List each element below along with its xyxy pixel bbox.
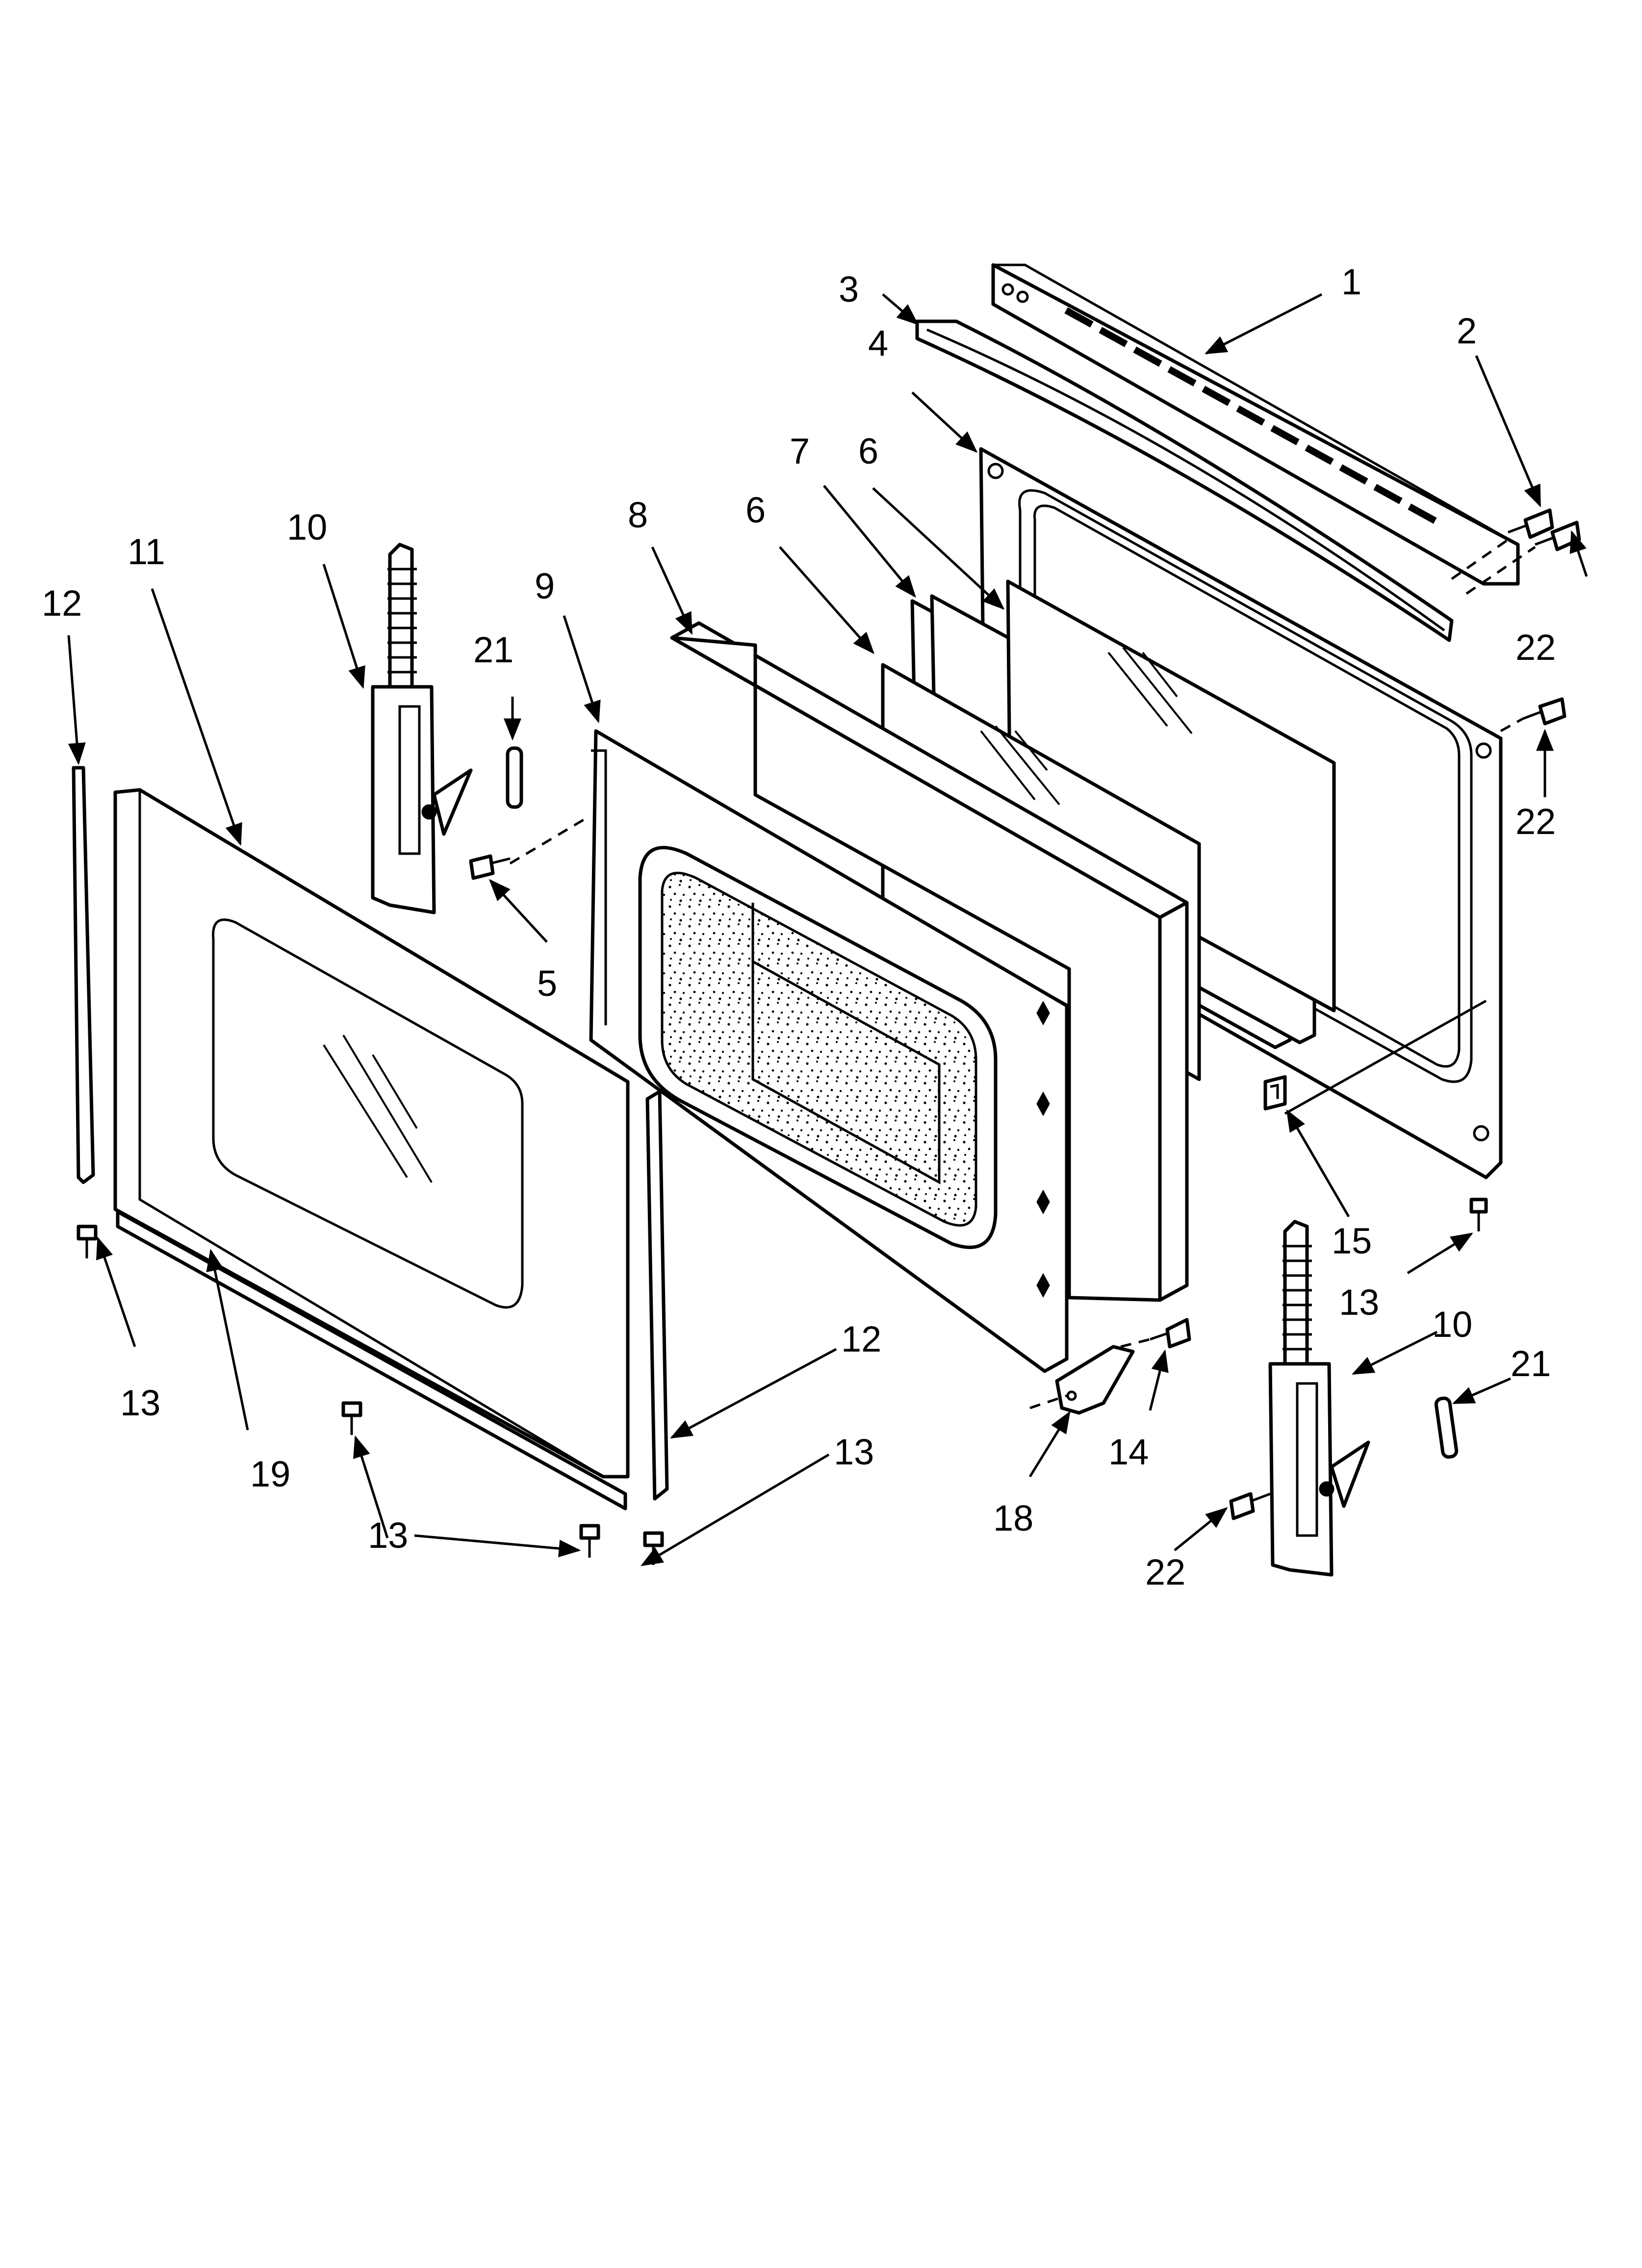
vent-slots	[1064, 307, 1437, 524]
callout-12a: 12	[42, 583, 82, 624]
callout-1: 1	[1341, 261, 1361, 302]
callout-13d: 13	[834, 1432, 874, 1472]
door-clip	[1263, 1075, 1287, 1111]
frame-clips	[1036, 1000, 1050, 1298]
callout-13c: 13	[368, 1515, 408, 1556]
callout-19: 19	[250, 1454, 290, 1494]
callout-22a: 22	[1515, 627, 1556, 668]
side-trim-left	[72, 766, 95, 1184]
alignment-lines	[509, 538, 1536, 1409]
screw-22-lower	[1229, 1492, 1271, 1520]
vent-trim	[991, 263, 1520, 586]
screw-13-right-top	[1469, 1198, 1488, 1231]
screw-2a	[1508, 508, 1554, 539]
screw-13-mid	[341, 1401, 362, 1435]
callout-2: 2	[1457, 311, 1477, 351]
callout-7: 7	[790, 431, 810, 471]
inner-door-frame	[589, 729, 1069, 1373]
callouts: 1 2 3 4 5 6 6 7 8 9 10 10 11 12 12 13 13…	[42, 261, 1556, 1592]
callout-10a: 10	[287, 507, 327, 547]
screw-14	[1150, 1318, 1191, 1349]
leader-lines	[67, 293, 1588, 1566]
callout-21b: 21	[1511, 1343, 1551, 1384]
door-insulation	[670, 621, 1189, 1302]
callout-18: 18	[993, 1498, 1033, 1538]
hinge-left	[371, 543, 473, 914]
callout-22b: 22	[1515, 801, 1556, 842]
callout-4: 4	[868, 323, 888, 364]
callout-9: 9	[535, 566, 555, 606]
screw-22-upper	[1522, 697, 1566, 726]
callout-22c: 22	[1145, 1552, 1185, 1592]
hinge-right	[1268, 1220, 1370, 1577]
callout-6b: 6	[745, 490, 766, 530]
callout-12b: 12	[841, 1319, 881, 1359]
hinge-clip-right	[1434, 1396, 1459, 1459]
door-bracket	[1055, 1345, 1135, 1415]
callout-5: 5	[537, 963, 557, 1004]
hinge-spring-right	[1283, 1245, 1312, 1351]
side-trim-right	[645, 1090, 669, 1501]
screw-5	[469, 854, 511, 880]
bottom-trim	[116, 1210, 627, 1511]
callout-3: 3	[839, 269, 859, 310]
callout-13b: 13	[1339, 1282, 1379, 1323]
screw-13-bottom-a	[579, 1524, 600, 1558]
callout-6a: 6	[858, 431, 878, 471]
callout-14: 14	[1108, 1432, 1149, 1472]
screw-13-bottom-b	[643, 1531, 664, 1565]
door-handle	[915, 319, 1454, 642]
hinge-clip-left	[506, 746, 523, 809]
hinge-spring-left	[387, 568, 417, 674]
callout-15: 15	[1332, 1221, 1372, 1261]
outer-door-panel	[113, 788, 630, 1479]
callout-8: 8	[628, 495, 648, 535]
callout-10b: 10	[1432, 1304, 1472, 1345]
callout-21a: 21	[473, 629, 513, 670]
screw-13-left	[77, 1225, 98, 1258]
callout-13a: 13	[120, 1382, 160, 1423]
callout-11: 11	[128, 531, 165, 572]
